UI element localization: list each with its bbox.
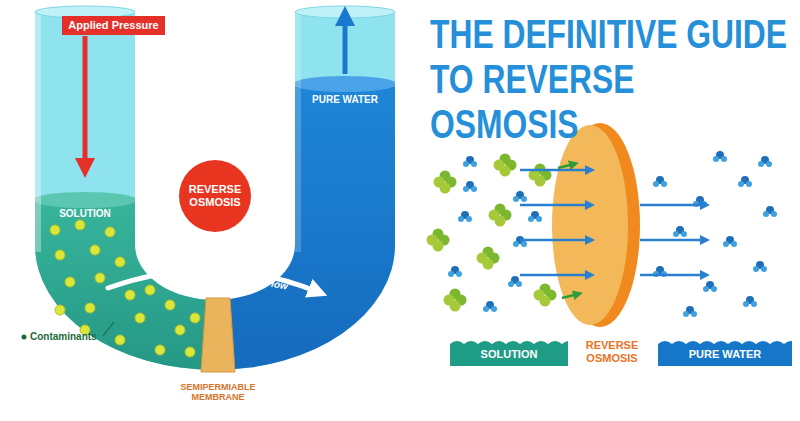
water-molecule bbox=[753, 261, 767, 272]
water-molecule bbox=[713, 151, 727, 162]
contaminant-molecule bbox=[444, 289, 467, 312]
contaminant-molecule bbox=[477, 247, 500, 270]
callout-label: Contaminants bbox=[30, 331, 97, 343]
contaminant-dot bbox=[165, 300, 175, 310]
water-molecule bbox=[703, 281, 717, 292]
water-molecule bbox=[653, 176, 667, 187]
node-text: Applied Pressure bbox=[68, 19, 158, 32]
flow-arrow bbox=[520, 169, 590, 172]
contaminant-dot bbox=[175, 325, 185, 335]
flow-arrow bbox=[640, 274, 705, 277]
water-molecule bbox=[528, 211, 542, 222]
water-molecule bbox=[463, 156, 477, 167]
flow-arrow bbox=[520, 204, 590, 207]
water-molecule bbox=[763, 206, 777, 217]
water-molecule bbox=[723, 236, 737, 247]
water-molecule bbox=[738, 176, 752, 187]
text-label: PURE WATER bbox=[297, 94, 393, 106]
contaminant-dot bbox=[115, 335, 125, 345]
water-band: PURE WATER bbox=[658, 338, 792, 366]
water-band: SOLUTION bbox=[450, 338, 568, 366]
water-molecule bbox=[448, 266, 462, 277]
osmosis-circle: REVERSE OSMOSIS bbox=[178, 159, 252, 233]
contaminant-molecule bbox=[529, 164, 552, 187]
contaminant-dot bbox=[125, 290, 135, 300]
contaminant-molecule bbox=[427, 229, 450, 252]
water-molecule bbox=[513, 191, 527, 202]
contaminant-molecule bbox=[489, 204, 512, 227]
rejected-arrow bbox=[558, 164, 574, 168]
contaminant-dot bbox=[85, 303, 95, 313]
water-molecule bbox=[743, 296, 757, 307]
title: THE DEFINITIVE GUIDE TO REVERSE OSMOSIS bbox=[430, 12, 790, 146]
contaminant-dot bbox=[115, 257, 125, 267]
water-molecule bbox=[458, 211, 472, 222]
node-text: SOLUTION bbox=[481, 344, 538, 361]
rejected-arrow bbox=[562, 294, 578, 298]
flow-arrow bbox=[640, 239, 705, 242]
water-molecule bbox=[513, 236, 527, 247]
node-text: PURE WATER bbox=[689, 344, 762, 361]
contaminant-dot bbox=[90, 245, 100, 255]
label-box: Applied Pressure bbox=[62, 16, 165, 35]
text-label: SEMIPERMIABLE MEMBRANE bbox=[158, 382, 278, 403]
contaminant-molecule bbox=[494, 154, 517, 177]
text-label: SOLUTION bbox=[37, 208, 133, 220]
contaminant-dot bbox=[65, 277, 75, 287]
contaminant-dot bbox=[145, 285, 155, 295]
flow-arrow bbox=[520, 274, 590, 277]
water-molecule bbox=[483, 301, 497, 312]
water-molecule bbox=[683, 306, 697, 317]
water-molecule bbox=[758, 156, 772, 167]
contaminant-dot bbox=[75, 220, 85, 230]
contaminant-dot bbox=[135, 313, 145, 323]
contaminant-dot bbox=[185, 347, 195, 357]
water-molecule bbox=[673, 226, 687, 237]
contaminant-dot bbox=[55, 305, 65, 315]
water-molecule bbox=[508, 276, 522, 287]
contaminant-dot bbox=[55, 250, 65, 260]
flow-arrow bbox=[520, 239, 590, 242]
contaminant-molecule bbox=[534, 284, 557, 307]
contaminant-dot bbox=[155, 345, 165, 355]
contaminant-dot bbox=[50, 225, 60, 235]
contaminant-dot bbox=[190, 313, 200, 323]
contaminant-molecule bbox=[434, 171, 457, 194]
node-text: REVERSE OSMOSIS bbox=[185, 183, 245, 208]
contaminant-dot bbox=[95, 273, 105, 283]
contaminant-dot bbox=[105, 227, 115, 237]
water-molecule bbox=[463, 181, 477, 192]
text-label: REVERSE OSMOSIS bbox=[569, 339, 655, 364]
flow-arrow bbox=[640, 204, 705, 207]
